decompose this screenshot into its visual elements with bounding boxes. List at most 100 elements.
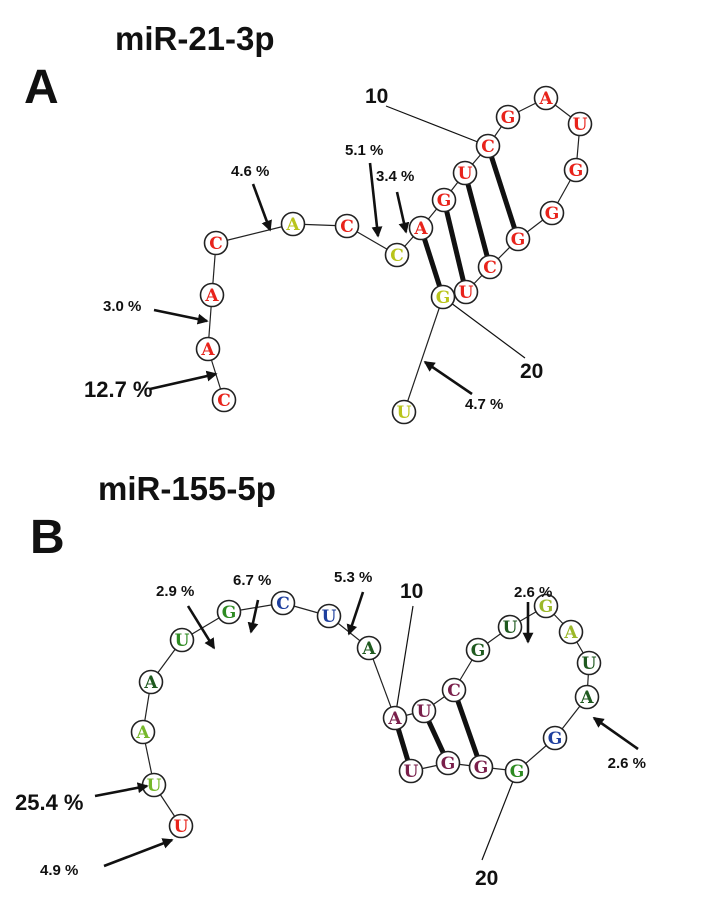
panel-b-position-label: 20 — [475, 867, 498, 890]
panel-b-nucleotide: G — [465, 637, 491, 663]
panel-a-nucleotide-letter: C — [340, 217, 354, 237]
panel-b-position-label: 10 — [400, 580, 423, 603]
panel-b-percentage-arrow — [103, 838, 174, 868]
panel-a-nucleotide-circle — [203, 230, 229, 256]
panel-b-nucleotide-letter: G — [474, 758, 489, 778]
panel-a-nucleotide-circle — [199, 282, 225, 308]
panel-a-nucleotide-letter: A — [200, 340, 215, 360]
panel-b-position-leader — [481, 770, 518, 861]
panel-a-position-leader — [385, 105, 489, 147]
panel-a-base-pair-bond — [489, 156, 517, 229]
panel-b-percentage-label: 2.6 % — [608, 755, 646, 772]
panel-b-nucleotide-circle — [130, 719, 156, 745]
panel-b-base-pair-bond — [395, 728, 411, 761]
panel-a-nucleotide-circle — [430, 284, 456, 310]
panel-b-nucleotide: A — [130, 719, 156, 745]
panel-b-nucleotide: C — [441, 677, 467, 703]
panel-b-nucleotide: G — [533, 593, 559, 619]
panel-b-nucleotide: G — [216, 599, 242, 625]
panel-b-nucleotide-circle — [398, 758, 424, 784]
panel-b-nucleotide: C — [270, 590, 296, 616]
panel-b-percentage-label: 6.7 % — [233, 572, 271, 589]
panel-a-nucleotide-letter: G — [436, 288, 451, 308]
panel-b-letter: B — [30, 511, 65, 564]
panel-a-nucleotide-letter: C — [483, 258, 497, 278]
panel-b-nucleotide-letter: U — [147, 776, 162, 796]
panel-b-nucleotide: U — [497, 614, 523, 640]
panel-a-nucleotide-circle — [195, 336, 221, 362]
panel-a-percentage-arrow — [368, 162, 383, 238]
panel-b-nucleotide-letter: G — [510, 762, 525, 782]
panel-a-percentage-label: 3.0 % — [103, 298, 141, 315]
panel-a-percentage-label: 4.6 % — [231, 163, 269, 180]
panel-a-nucleotide: G — [539, 200, 565, 226]
panel-a-nucleotide-letter: G — [501, 108, 516, 128]
panel-b-nucleotide-circle — [497, 614, 523, 640]
panel-b-nucleotide: U — [316, 603, 342, 629]
panel-a-nucleotide: A — [408, 215, 434, 241]
panel-a-nucleotide-circle — [539, 200, 565, 226]
panel-a-nucleotide-circle — [477, 254, 503, 280]
panel-b-nucleotide-circle — [533, 593, 559, 619]
panel-b-nucleotide-letter: G — [539, 597, 554, 617]
panel-b-percentage-arrow — [94, 782, 149, 798]
panel-b-nucleotide: G — [435, 750, 461, 776]
panel-a-nucleotide-letter: G — [437, 191, 452, 211]
panel-a-nucleotide-letter: C — [209, 234, 223, 254]
panel-b-nucleotide-letter: U — [404, 762, 419, 782]
panel-b-backbone-link — [368, 647, 396, 719]
panel-b-nucleotide-circle — [138, 669, 164, 695]
panel-b-nucleotide-letter: A — [579, 688, 594, 708]
panel-b-percentage-arrow — [346, 591, 365, 636]
panel-a-base-pair-bond — [422, 238, 442, 287]
panel-b-nucleotide: A — [356, 635, 382, 661]
panel-a-nucleotide-circle — [211, 387, 237, 413]
panel-a-title: miR-21-3p — [115, 20, 275, 57]
panel-b-nucleotide-letter: A — [135, 723, 150, 743]
panel-a-nucleotide-letter: G — [545, 204, 560, 224]
panel-b-nucleotide-letter: A — [563, 623, 578, 643]
panel-a-nucleotide-letter: U — [458, 164, 473, 184]
panel-a-nucleotide: A — [199, 282, 225, 308]
panel-b-nucleotide-circle — [216, 599, 242, 625]
panel-a-nucleotide: U — [453, 279, 479, 305]
panel-b-nucleotide-circle — [382, 705, 408, 731]
panel-a-nucleotide: A — [280, 211, 306, 237]
panel-b-nucleotide-letter: U — [582, 654, 597, 674]
panel-b-nucleotide-letter: U — [174, 817, 189, 837]
panel-b-nucleotide-circle — [441, 677, 467, 703]
panel-b-nucleotide-circle — [468, 754, 494, 780]
panel-a-nucleotide-circle — [495, 104, 521, 130]
panel-b-nucleotide-circle — [504, 758, 530, 784]
panel-b-nucleotide: G — [542, 725, 568, 751]
panel-a-nucleotide-circle — [452, 160, 478, 186]
panel-b-nucleotide-letter: G — [471, 641, 486, 661]
panel-b-percentage-label: 4.9 % — [40, 862, 78, 879]
panel-b-nucleotide-circle — [465, 637, 491, 663]
panel-b-nucleotide: U — [411, 698, 437, 724]
panel-a-nucleotide: U — [391, 399, 417, 425]
panel-b-nucleotide-circle — [576, 650, 602, 676]
panel-a-nucleotide-letter: A — [413, 219, 428, 239]
panel-a-nucleotide-circle — [408, 215, 434, 241]
panel-a-percentage-arrow — [423, 360, 473, 396]
panel-a-nucleotide: C — [477, 254, 503, 280]
panel-b-percentage-label: 2.6 % — [514, 584, 552, 601]
panel-b-nucleotide-letter: A — [361, 639, 376, 659]
panel-a-position-leader — [442, 296, 526, 359]
panel-a-nucleotide-circle — [563, 157, 589, 183]
panel-b-percentage-label: 2.9 % — [156, 583, 194, 600]
panel-a-percentage-label: 3.4 % — [376, 168, 414, 185]
panel-a-base-pair-bond — [465, 183, 490, 257]
panel-a-nucleotide: G — [430, 284, 456, 310]
panel-a-percentage-label: 5.1 % — [345, 142, 383, 159]
panel-a-nucleotide: A — [195, 336, 221, 362]
panel-b-nucleotide-letter: U — [503, 618, 518, 638]
panel-a-percentage-arrow — [251, 183, 272, 232]
panel-b-nucleotide-letter: G — [548, 729, 563, 749]
panel-b-nucleotide-letter: G — [222, 603, 237, 623]
panel-b-nucleotide-circle — [435, 750, 461, 776]
panel-a-nucleotide-circle — [533, 85, 559, 111]
